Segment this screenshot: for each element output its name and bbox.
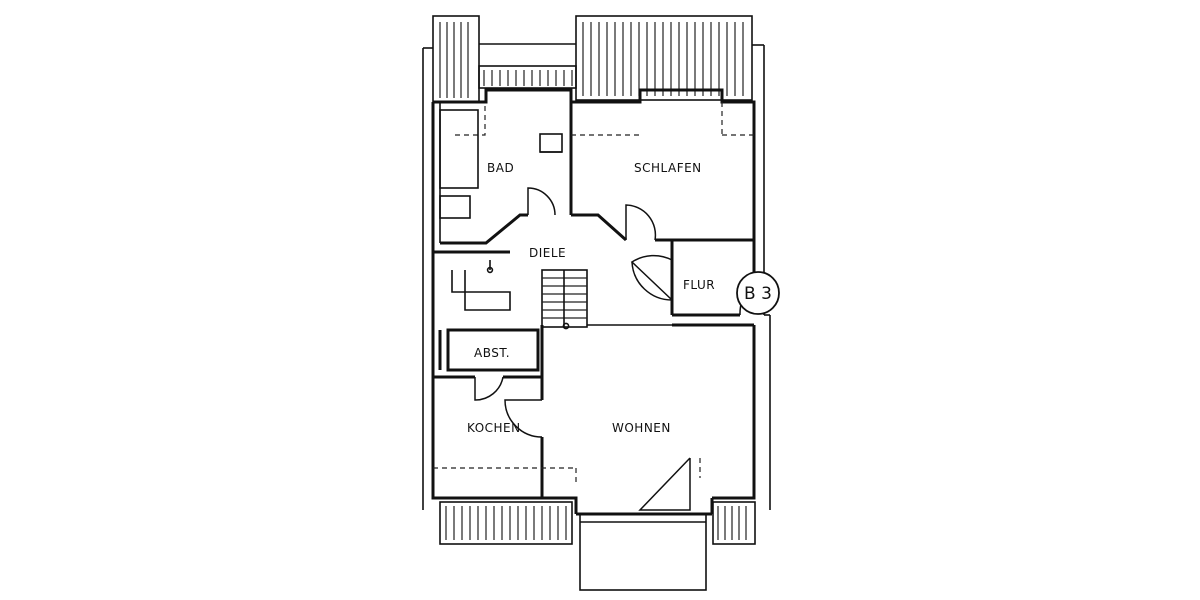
interior-walls [433,102,754,498]
dormer-bottom-left [439,501,573,545]
doors [474,187,771,511]
bathroom-fixtures [439,109,563,219]
room-label-schlafen: SCHLAFEN [634,161,702,175]
room-label-wohnen: WOHNEN [612,421,671,435]
dormer-top-right [575,15,753,101]
room-label-diele: DIELE [529,246,566,260]
slope-lines [433,102,754,482]
dormer-top-left [432,15,480,103]
roof-outline [422,43,771,510]
room-label-kochen: KOCHEN [467,421,521,435]
roof-strip-top [478,65,577,89]
room-label-flur: FLUR [683,278,715,292]
unit-badge: B 3 [736,271,780,315]
dormer-bottom-right [712,501,756,545]
balcony [579,513,707,591]
exterior-walls [431,88,756,516]
room-label-bad: BAD [487,161,514,175]
room-label-abst: ABST. [474,346,510,360]
unit-badge-label: B 3 [744,284,772,304]
